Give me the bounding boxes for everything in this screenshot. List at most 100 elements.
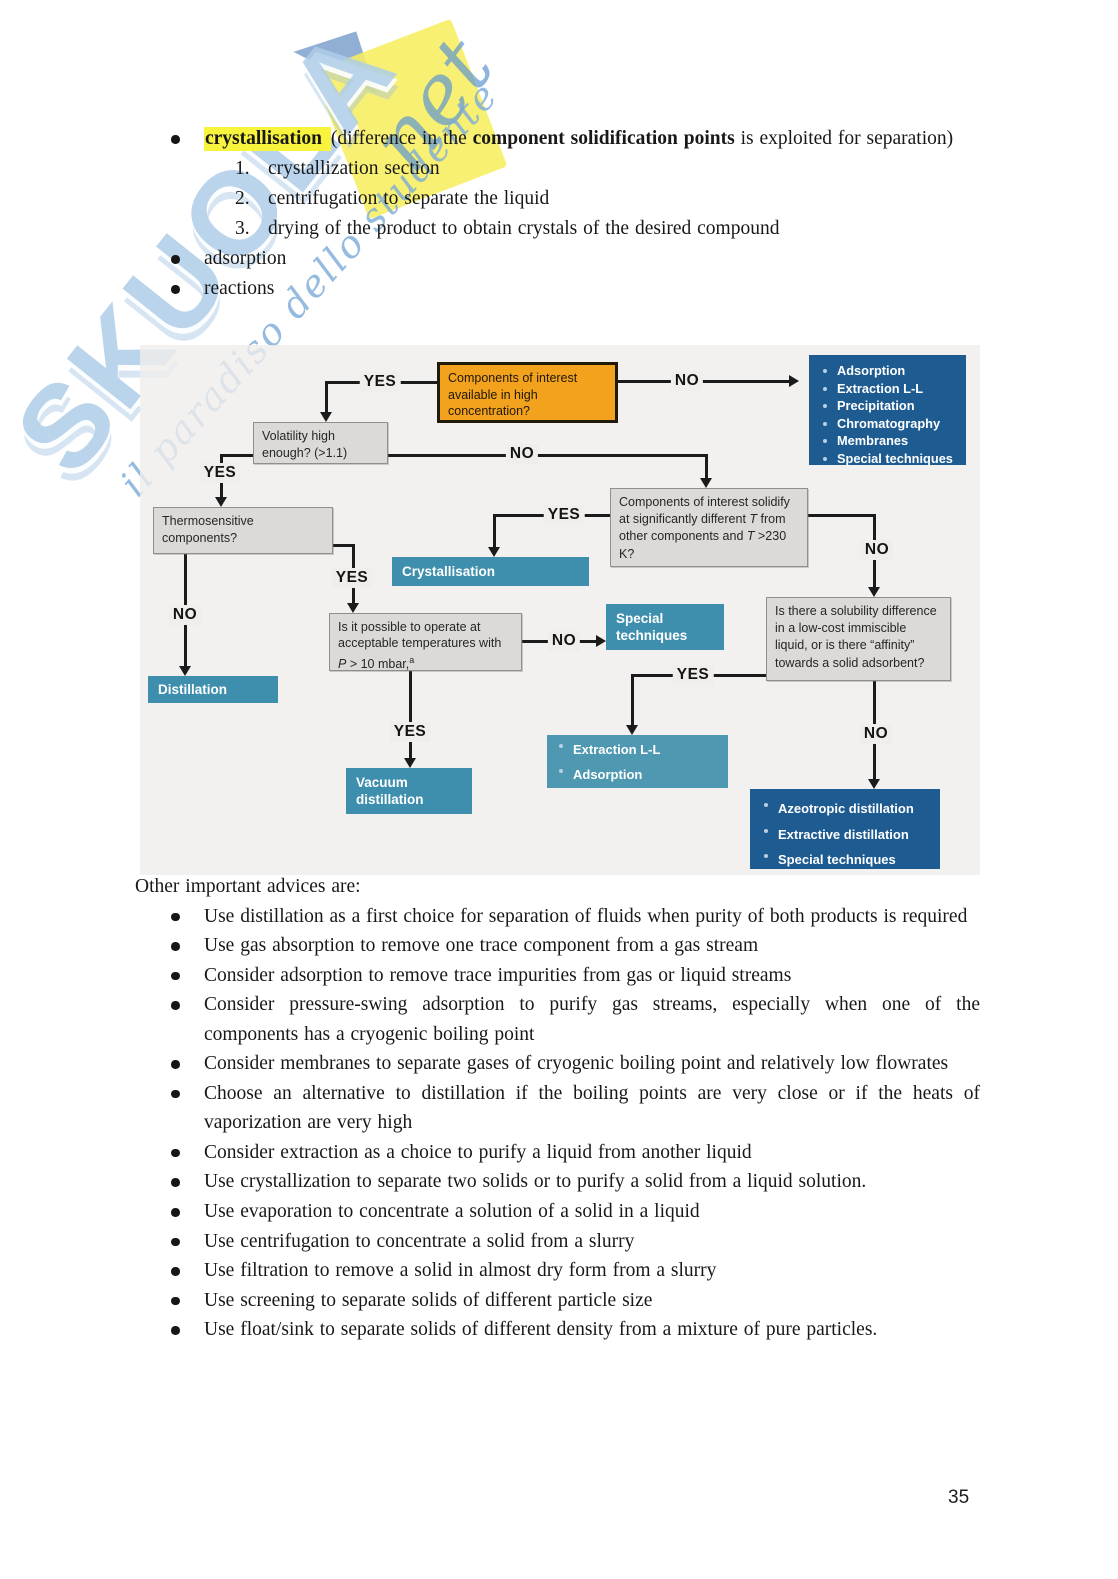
node-text: Components of interest solidify at signi… bbox=[619, 495, 790, 527]
flow-node-vacuum-distillation: Vacuum distillation bbox=[346, 768, 472, 814]
connector-line bbox=[808, 514, 875, 517]
flow-node-concentration: Components of interest available in high… bbox=[437, 362, 618, 423]
list-item: Use gas absorption to remove one trace c… bbox=[135, 931, 980, 961]
list-item: Azeotropic distillation bbox=[762, 796, 930, 822]
list-item: Use distillation as a first choice for s… bbox=[135, 902, 980, 932]
arrowhead-right-icon bbox=[596, 635, 606, 647]
intro-list: crystallisation (difference in the compo… bbox=[135, 124, 980, 304]
numbered-step: 3. drying of the product to obtain cryst… bbox=[135, 214, 980, 244]
step-number: 2. bbox=[235, 188, 250, 209]
flow-node-special-techniques: Special techniques bbox=[606, 604, 724, 650]
list-item: Precipitation bbox=[821, 397, 956, 415]
list-item: Special techniques bbox=[762, 847, 930, 873]
label-no-5: NO bbox=[547, 631, 581, 651]
flow-node-volatility: Volatility high enough? (>1.1) bbox=[253, 422, 388, 464]
flow-node-thermosensitive: Thermosensitive components? bbox=[153, 507, 333, 554]
arrowhead-down-icon bbox=[700, 478, 712, 488]
step-text: centrifugation to separate the liquid bbox=[268, 188, 550, 209]
node-text: T bbox=[746, 529, 755, 544]
label-yes-2: YES bbox=[199, 463, 241, 483]
connector-line bbox=[615, 380, 792, 383]
label-no-2: NO bbox=[505, 444, 539, 464]
node-text: from other components and bbox=[619, 512, 786, 544]
connector-line bbox=[631, 674, 634, 727]
connector-line bbox=[409, 671, 412, 760]
connector-line bbox=[333, 544, 355, 547]
label-no-1: NO bbox=[670, 371, 704, 391]
highlighted-term: crystallisation bbox=[204, 127, 331, 151]
node-text: T bbox=[749, 512, 758, 527]
connector-line bbox=[388, 454, 706, 457]
arrowhead-down-icon bbox=[179, 666, 191, 676]
label-no-6: NO bbox=[859, 724, 893, 744]
list-item: Extraction L-L bbox=[557, 737, 718, 762]
item-text: (difference in the bbox=[330, 128, 473, 149]
list-item: Use screening to separate solids of diff… bbox=[135, 1286, 980, 1316]
label-yes-3: YES bbox=[543, 505, 585, 525]
arrowhead-down-icon bbox=[868, 779, 880, 789]
step-number: 3. bbox=[235, 218, 250, 239]
list-item: Use centrifugation to concentrate a soli… bbox=[135, 1227, 980, 1257]
numbered-step: 1. crystallization section bbox=[135, 154, 980, 184]
list-item: Use float/sink to separate solids of dif… bbox=[135, 1315, 980, 1345]
connector-line bbox=[220, 454, 253, 457]
list-item-reactions: reactions bbox=[135, 274, 980, 304]
label-yes-6: YES bbox=[672, 665, 714, 685]
page-number: 35 bbox=[948, 1487, 970, 1508]
flow-node-crystallisation: Crystallisation bbox=[392, 557, 589, 586]
list-item: Chromatography bbox=[821, 415, 956, 433]
connector-line bbox=[705, 454, 708, 480]
list-item-adsorption: adsorption bbox=[135, 244, 980, 274]
node-text: > 10 mbar, bbox=[346, 656, 410, 671]
flow-node-operating-pressure: Is it possible to operate at acceptable … bbox=[329, 613, 522, 671]
arrowhead-down-icon bbox=[215, 497, 227, 507]
list-item: Extractive distillation bbox=[762, 822, 930, 848]
separation-flowchart: Components of interest available in high… bbox=[140, 345, 980, 875]
node-text: Is it possible to operate at acceptable … bbox=[338, 620, 502, 651]
label-no-3: NO bbox=[860, 540, 894, 560]
step-text: drying of the product to obtain crystals… bbox=[268, 218, 780, 239]
list-item: Adsorption bbox=[821, 362, 956, 380]
list-item: Choose an alternative to distillation if… bbox=[135, 1079, 980, 1138]
list-item: Membranes bbox=[821, 432, 956, 450]
list-item: Consider adsorption to remove trace impu… bbox=[135, 961, 980, 991]
list-item: Use crystallization to separate two soli… bbox=[135, 1167, 980, 1197]
list-item: Consider pressure-swing adsorption to pu… bbox=[135, 990, 980, 1049]
step-text: crystallization section bbox=[268, 158, 440, 179]
numbered-step: 2. centrifugation to separate the liquid bbox=[135, 184, 980, 214]
list-item: Consider membranes to separate gases of … bbox=[135, 1049, 980, 1079]
item-text: is exploited for separation) bbox=[734, 128, 954, 149]
arrowhead-down-icon bbox=[404, 758, 416, 768]
list-item: Consider extraction as a choice to purif… bbox=[135, 1138, 980, 1168]
label-no-4: NO bbox=[168, 605, 202, 625]
advices-list: Use distillation as a first choice for s… bbox=[135, 902, 980, 1345]
list-item: Extraction L-L bbox=[821, 380, 956, 398]
item-emphasis: component solidification points bbox=[472, 128, 735, 149]
node-footnote-marker: a bbox=[409, 654, 415, 665]
advices-title: Other important advices are: bbox=[135, 876, 361, 897]
arrowhead-down-icon bbox=[626, 725, 638, 735]
list-item: Special techniques bbox=[821, 450, 956, 468]
label-yes-5: YES bbox=[389, 722, 431, 742]
arrowhead-down-icon bbox=[868, 587, 880, 597]
connector-line bbox=[493, 514, 496, 549]
flow-node-solidification: Components of interest solidify at signi… bbox=[610, 488, 808, 567]
list-item: Use evaporation to concentrate a solutio… bbox=[135, 1197, 980, 1227]
list-item: Use filtration to remove a solid in almo… bbox=[135, 1256, 980, 1286]
node-text: P bbox=[338, 656, 347, 671]
flow-node-distillation: Distillation bbox=[148, 676, 278, 703]
label-yes-4: YES bbox=[331, 568, 373, 588]
connector-line bbox=[325, 381, 328, 412]
arrowhead-down-icon bbox=[488, 547, 500, 557]
step-number: 1. bbox=[235, 158, 250, 179]
arrowhead-right-icon bbox=[789, 375, 799, 387]
list-item: Adsorption bbox=[557, 762, 718, 787]
list-item-crystallisation: crystallisation (difference in the compo… bbox=[135, 124, 980, 154]
label-yes-1: YES bbox=[359, 372, 401, 392]
arrowhead-down-icon bbox=[347, 603, 359, 613]
flow-node-solubility: Is there a solubility difference in a lo… bbox=[766, 597, 951, 681]
